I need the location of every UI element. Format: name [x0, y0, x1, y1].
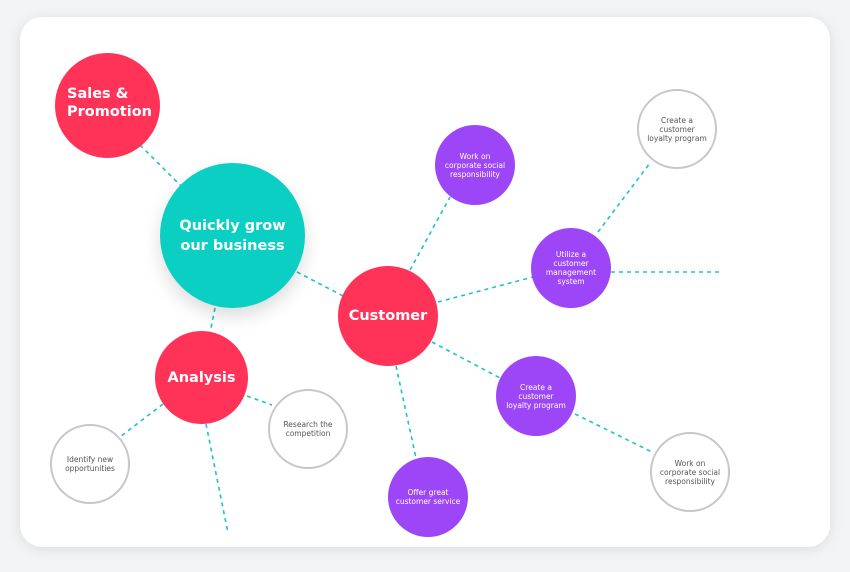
node-customer: Customer — [338, 266, 438, 366]
node-label: Analysis — [167, 369, 236, 386]
link-analysis-research — [246, 395, 273, 406]
link-customer-service — [395, 365, 417, 459]
node-label: Sales & Promotion — [67, 86, 152, 120]
link-grow-customer — [296, 271, 346, 298]
link-customer-utilize — [437, 276, 534, 303]
node-utilize-system: Utilize a customer management system — [531, 228, 611, 308]
node-label: Work on corporate social responsibility — [659, 458, 721, 486]
link-customer-loyalty — [431, 341, 501, 379]
link-customer-csr — [409, 196, 451, 271]
node-analysis: Analysis — [155, 331, 248, 424]
link-analysis-identify — [119, 403, 164, 438]
link-loyalty-csr — [574, 413, 653, 453]
link-grow-analysis — [209, 307, 216, 334]
node-research-competition: Research the competition — [268, 389, 348, 469]
link-analysis-down — [205, 423, 229, 534]
node-label: Identify new opportunities — [65, 455, 115, 473]
node-label: Customer — [348, 308, 428, 324]
node-csr-outline: Work on corporate social responsibility — [650, 432, 730, 512]
node-label: Offer great customer service — [395, 488, 461, 506]
node-label: Create a customer loyalty program — [506, 382, 566, 410]
node-identify-opportunities: Identify new opportunities — [50, 424, 130, 504]
node-csr-purple: Work on corporate social responsibility — [435, 125, 515, 205]
node-customer-service: Offer great customer service — [388, 457, 468, 537]
link-utilize-loyalty — [597, 162, 651, 233]
node-quickly-grow: Quickly grow our business — [160, 163, 305, 308]
node-label: Utilize a customer management system — [545, 250, 597, 286]
node-sales-promotion: Sales & Promotion — [55, 53, 160, 158]
node-loyalty-outline: Create a customer loyalty program — [637, 89, 717, 169]
node-label: Work on corporate social responsibility — [444, 151, 506, 179]
node-loyalty-purple: Create a customer loyalty program — [496, 356, 576, 436]
node-label: Create a customer loyalty program — [647, 115, 707, 143]
node-label: Quickly grow our business — [179, 217, 286, 254]
node-label: Research the competition — [283, 420, 333, 438]
link-sales-grow — [139, 144, 186, 191]
